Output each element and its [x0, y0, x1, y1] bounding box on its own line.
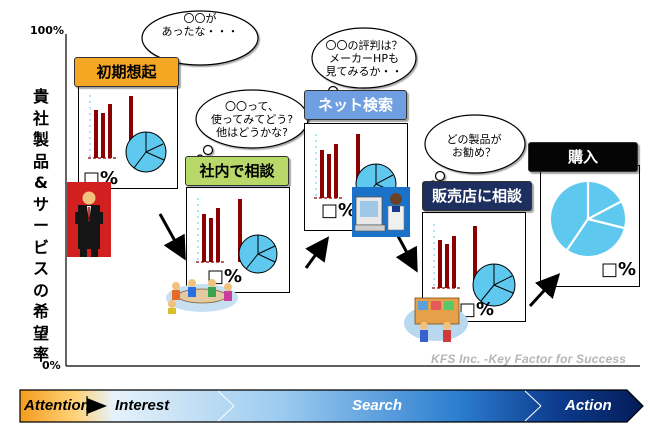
arrow-2	[304, 236, 330, 269]
arrow-4	[528, 273, 561, 308]
thought-bubble-4-text: どの製品が お勧め？	[446, 133, 502, 159]
mini-chart-4	[432, 224, 516, 307]
pct-label-4: □%	[459, 299, 495, 320]
axis-top-label: 100%	[30, 24, 64, 37]
phase-search: Search	[352, 397, 403, 414]
chart-frame-1	[78, 85, 178, 189]
phase-action: Action	[565, 397, 612, 414]
stage-label-5: 購入	[528, 142, 638, 172]
thought-bubble-3	[311, 27, 417, 104]
thought-bubble-1-text: 〇〇が あったな・・・	[161, 12, 239, 38]
axis-bottom-label: 0%	[42, 359, 61, 372]
pct-label-2: □%	[207, 266, 243, 287]
mini-chart-1	[88, 95, 167, 173]
meeting-illustration	[166, 279, 238, 314]
arrow-1	[158, 213, 186, 261]
mini-chart-2	[196, 198, 278, 274]
businessman-illustration	[67, 182, 111, 257]
stage-label-2: 社内で相談	[185, 156, 289, 186]
thought-bubble-3-text: 〇〇の評判は？ メーカーHPも 見てみるか・・	[325, 39, 403, 78]
arrow-3	[395, 235, 418, 273]
phase-attention: Attention	[24, 397, 90, 414]
stage-label-1: 初期想起	[74, 57, 179, 87]
thought-bubble-2-text: 〇〇って、 使ってみてどう? 他はどうかな?	[210, 100, 294, 139]
computer-user-illustration	[352, 187, 410, 237]
pct-label-5: □%	[601, 259, 637, 280]
pct-label-3: □%	[321, 200, 357, 221]
stage-label-3: ネット検索	[304, 90, 407, 120]
store-illustration	[404, 297, 468, 342]
axis-title: 貴社製品&サービスの希望率	[32, 87, 49, 364]
mini-chart-5	[551, 182, 625, 256]
footer-credit: KFS Inc. -Key Factor for Success	[431, 352, 627, 366]
phase-interest: Interest	[115, 397, 170, 414]
stage-label-4: 販売店に相談	[422, 181, 532, 211]
